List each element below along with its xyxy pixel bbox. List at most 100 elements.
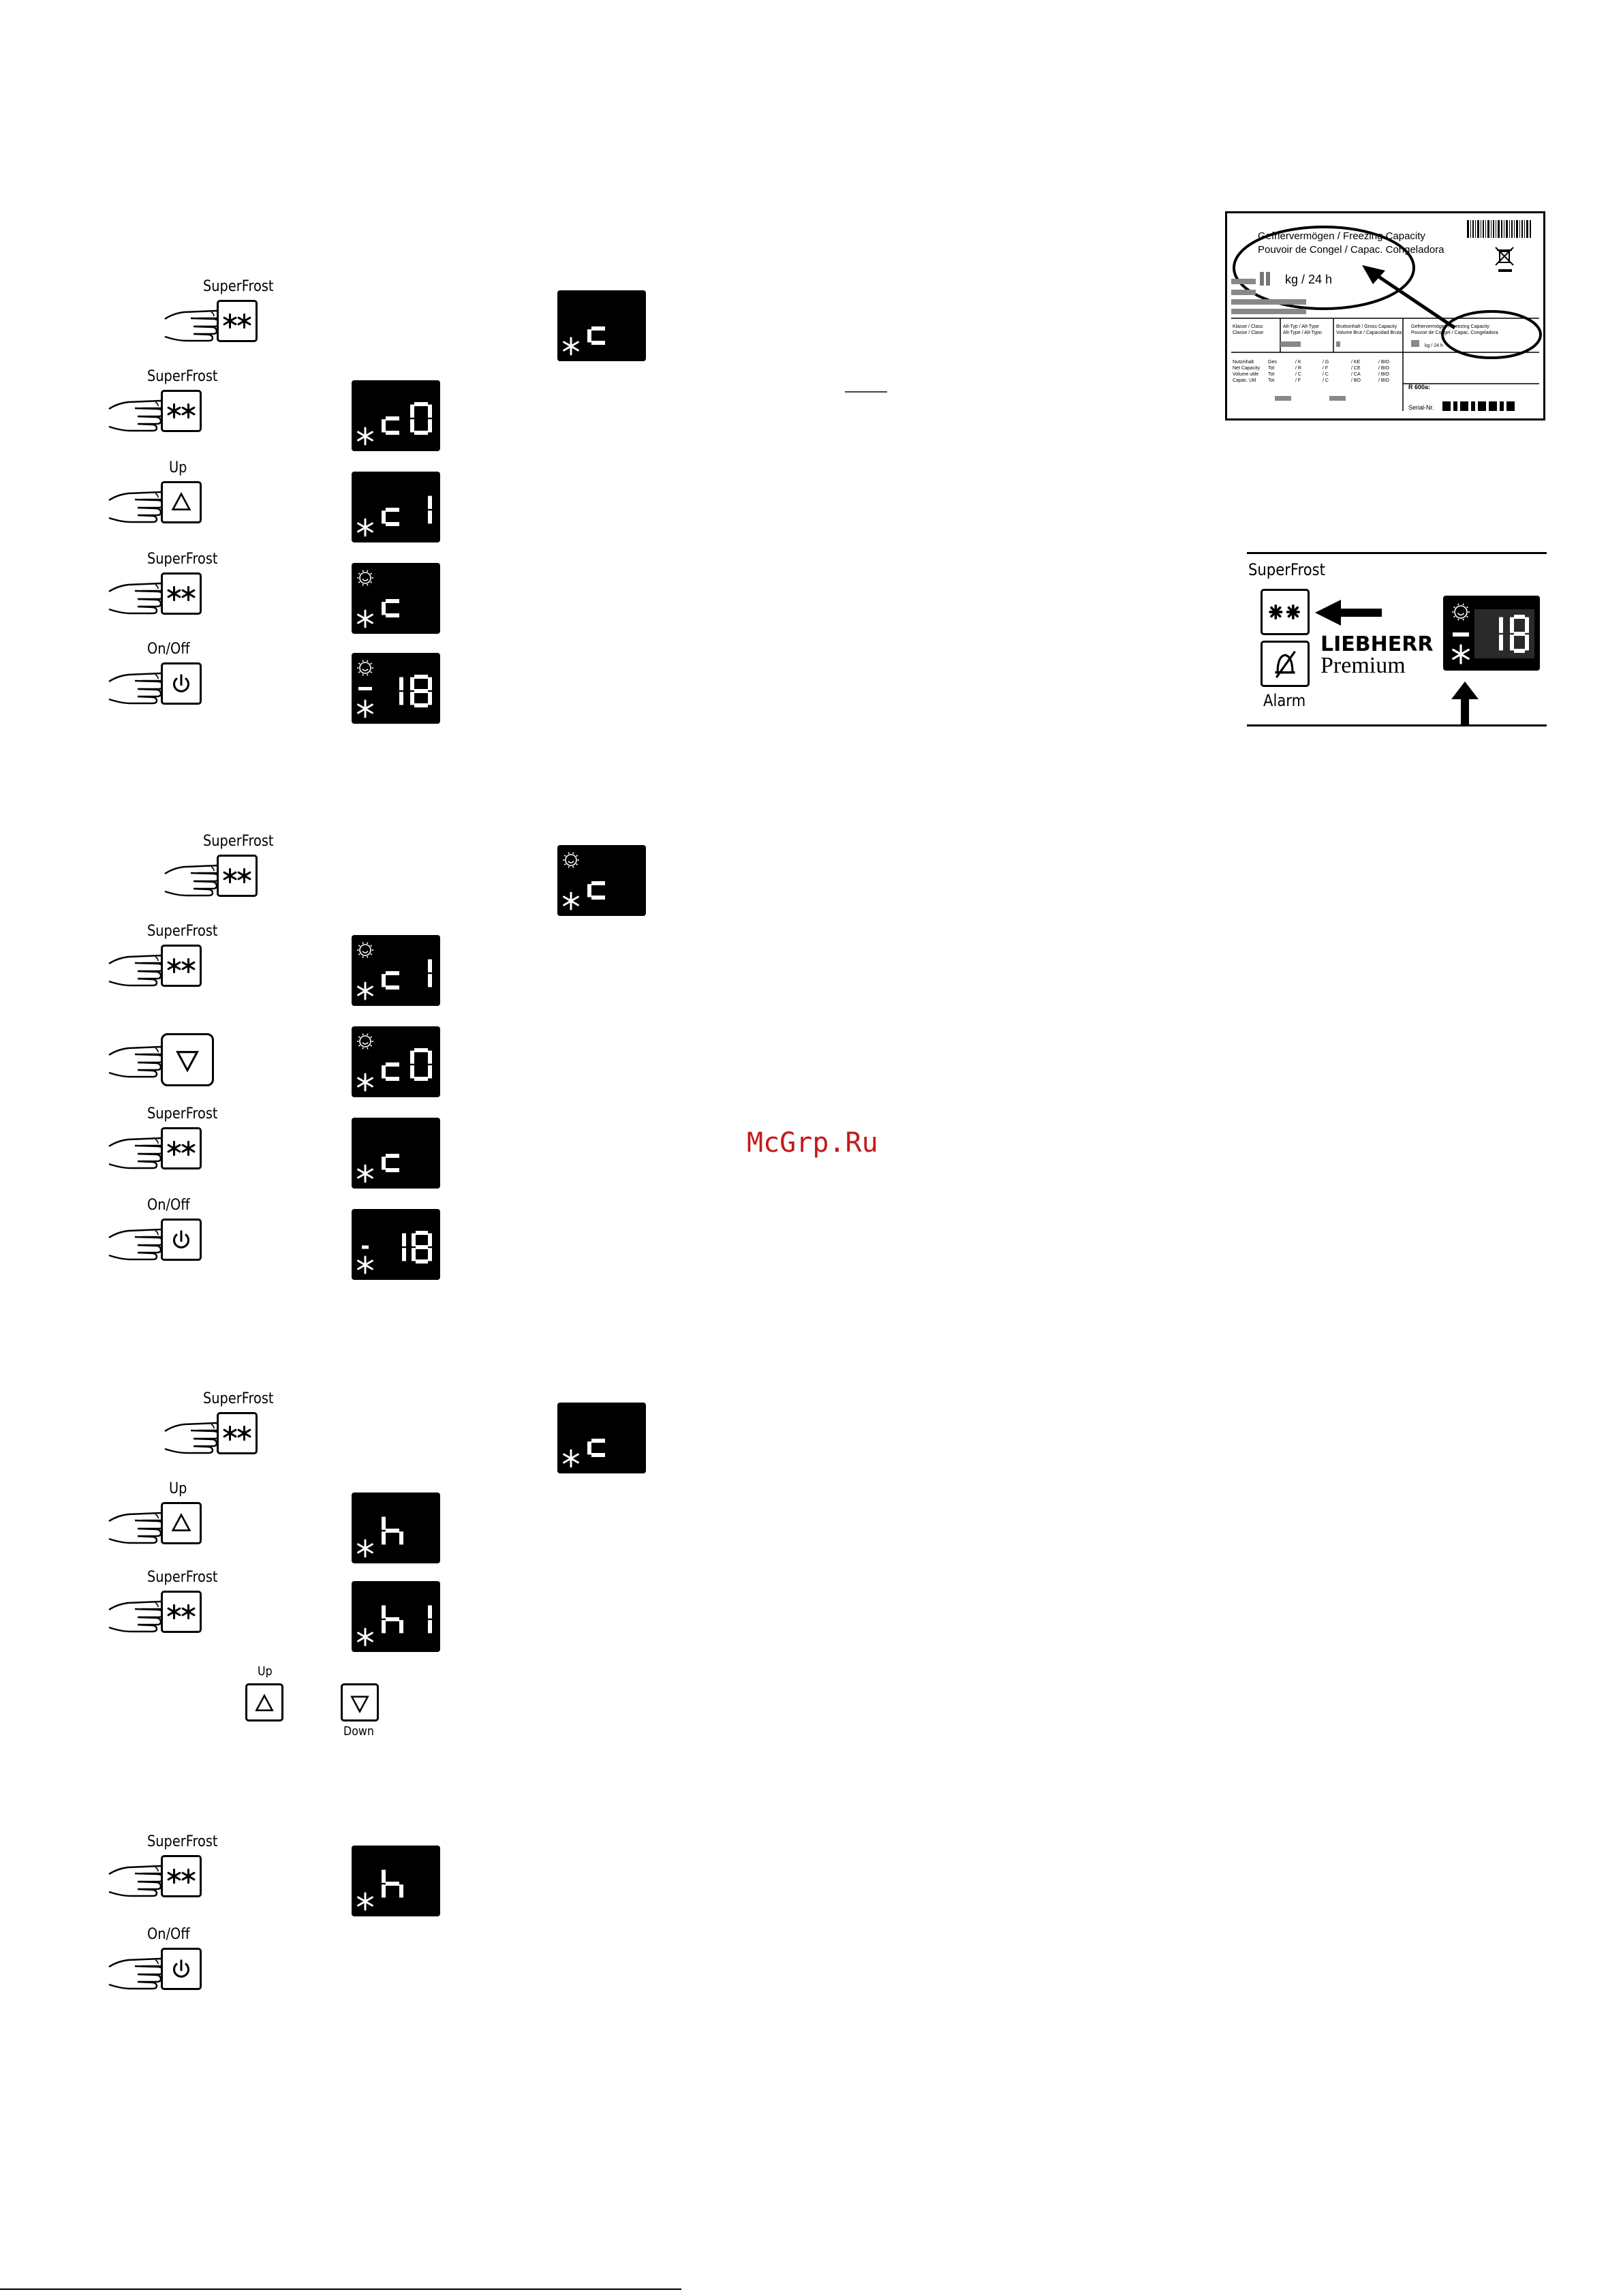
superfrost-button-label: SuperFrost (147, 923, 218, 940)
svg-text:Classe / Clase: Classe / Clase (1233, 331, 1263, 335)
svg-text:Tot: Tot (1268, 372, 1274, 377)
alarm-mute-icon (1275, 650, 1296, 678)
callout-line2: Pouvoir de Congel / Capac. Congeladora (1258, 244, 1444, 256)
power-icon (173, 1230, 189, 1249)
frost-star-icon (357, 1627, 373, 1647)
svg-text:Ges: Ges (1268, 360, 1277, 365)
down-button[interactable] (161, 1033, 214, 1086)
superfrost-icon (167, 1140, 196, 1157)
svg-text:Net Capacity: Net Capacity (1233, 366, 1261, 371)
display-digit (382, 1869, 403, 1898)
superfrost-button[interactable] (161, 945, 202, 987)
svg-text:Alt-Type / Alt-Typo: Alt-Type / Alt-Typo (1283, 331, 1322, 335)
step-display (352, 1493, 440, 1563)
pointing-hand-icon (108, 399, 168, 432)
frost-star-icon (357, 1892, 373, 1911)
onoff-button[interactable] (161, 1948, 202, 1990)
barcode (1467, 220, 1531, 238)
intro-display (557, 845, 646, 916)
mark-line (845, 391, 887, 393)
panel-superfrost-button[interactable] (1261, 589, 1310, 635)
frost-star-icon (563, 1449, 579, 1468)
superfrost-button[interactable] (161, 390, 202, 432)
superfrost-button-label: SuperFrost (203, 833, 274, 850)
superfrost-icon (1269, 604, 1300, 619)
step-display (352, 1118, 440, 1189)
up-button[interactable] (161, 481, 202, 523)
pointing-hand-icon (164, 1422, 223, 1454)
svg-text:Alt-Typ / Alt-Type: Alt-Typ / Alt-Type (1283, 324, 1319, 329)
display-digit (428, 495, 432, 524)
step-display (352, 472, 440, 542)
up-button-label: Up (169, 1480, 187, 1497)
pointing-hand-icon (164, 309, 223, 342)
step-display (352, 380, 440, 451)
rating-plate-drawing: Gefriervermögen / Freezing Capacity Pouv… (1231, 220, 1542, 411)
superfrost-button[interactable] (217, 1412, 258, 1454)
frost-star-icon (1452, 644, 1470, 664)
down-button[interactable] (341, 1683, 379, 1721)
frost-star-icon (357, 1073, 373, 1092)
frost-star-icon (357, 1539, 373, 1558)
svg-text:/ C: / C (1323, 372, 1329, 377)
svg-text:Tot: Tot (1268, 378, 1274, 383)
smiley-icon (563, 852, 579, 868)
display-digit (382, 599, 399, 617)
intro-display (557, 290, 646, 361)
display-digit (382, 1516, 403, 1545)
step-display (352, 1581, 440, 1652)
footer-rule (0, 2289, 681, 2290)
superfrost-button[interactable] (161, 1855, 202, 1897)
up-triangle-icon (171, 491, 191, 510)
watermark: McGrp.Ru (747, 1127, 878, 1159)
pointing-hand-icon (108, 672, 168, 705)
svg-text:/ BIO: / BIO (1378, 372, 1390, 377)
small-line1: Gefriervermögen / Freezing Capacity (1411, 324, 1489, 329)
panel-display (1443, 596, 1540, 671)
onoff-button-label: On/Off (147, 1197, 190, 1214)
superfrost-button[interactable] (161, 1127, 202, 1169)
panel-top-rule (1247, 552, 1547, 554)
superfrost-button[interactable] (161, 572, 202, 615)
display-digit (382, 508, 399, 526)
panel-alarm-label: Alarm (1263, 691, 1306, 710)
superfrost-button-label: SuperFrost (203, 278, 274, 295)
svg-text:Klasse / Class: Klasse / Class (1233, 324, 1263, 329)
step-display (352, 653, 440, 724)
onoff-button[interactable] (161, 1219, 202, 1261)
small-ellipse (1441, 310, 1542, 359)
superfrost-button[interactable] (161, 1591, 202, 1633)
svg-text:/ BO: / BO (1351, 378, 1361, 383)
display-digit (382, 971, 399, 990)
pointing-hand-icon (108, 954, 168, 987)
frost-star-icon (357, 1255, 373, 1274)
up-button[interactable] (161, 1502, 202, 1544)
panel-alarm-button[interactable] (1261, 641, 1310, 687)
superfrost-button[interactable] (217, 300, 258, 342)
control-panel: SuperFrost Alarm LIEBHERR Premium (1247, 552, 1547, 726)
frost-star-icon (563, 337, 579, 356)
panel-display-digit (1510, 615, 1529, 653)
display-digit (410, 675, 432, 707)
svg-text:Nutzinhalt: Nutzinhalt (1233, 360, 1254, 365)
svg-text:Capac. Util: Capac. Util (1233, 378, 1256, 383)
onoff-button[interactable] (161, 662, 202, 705)
up-button-label: Up (169, 459, 187, 476)
small-unit: kg / 24 h (1425, 343, 1443, 348)
svg-text:/ BIO: / BIO (1378, 360, 1390, 365)
superfrost-button[interactable] (217, 855, 258, 897)
svg-text:Volume Brut / Capacidad Bruta: Volume Brut / Capacidad Bruta (1336, 331, 1402, 335)
callout-ellipse (1233, 226, 1415, 310)
display-digit (587, 326, 605, 345)
superfrost-icon (223, 868, 251, 884)
onoff-button-label: On/Off (147, 1926, 190, 1943)
frost-star-icon (357, 609, 373, 628)
up-button[interactable] (245, 1683, 283, 1721)
smiley-icon (357, 942, 373, 958)
display-digit (382, 1605, 403, 1634)
pointing-hand-icon (108, 1865, 168, 1897)
display-digit (399, 677, 403, 705)
pointing-hand-icon (164, 864, 223, 897)
svg-text:/ F: / F (1323, 366, 1328, 371)
display-digit (587, 1439, 605, 1457)
